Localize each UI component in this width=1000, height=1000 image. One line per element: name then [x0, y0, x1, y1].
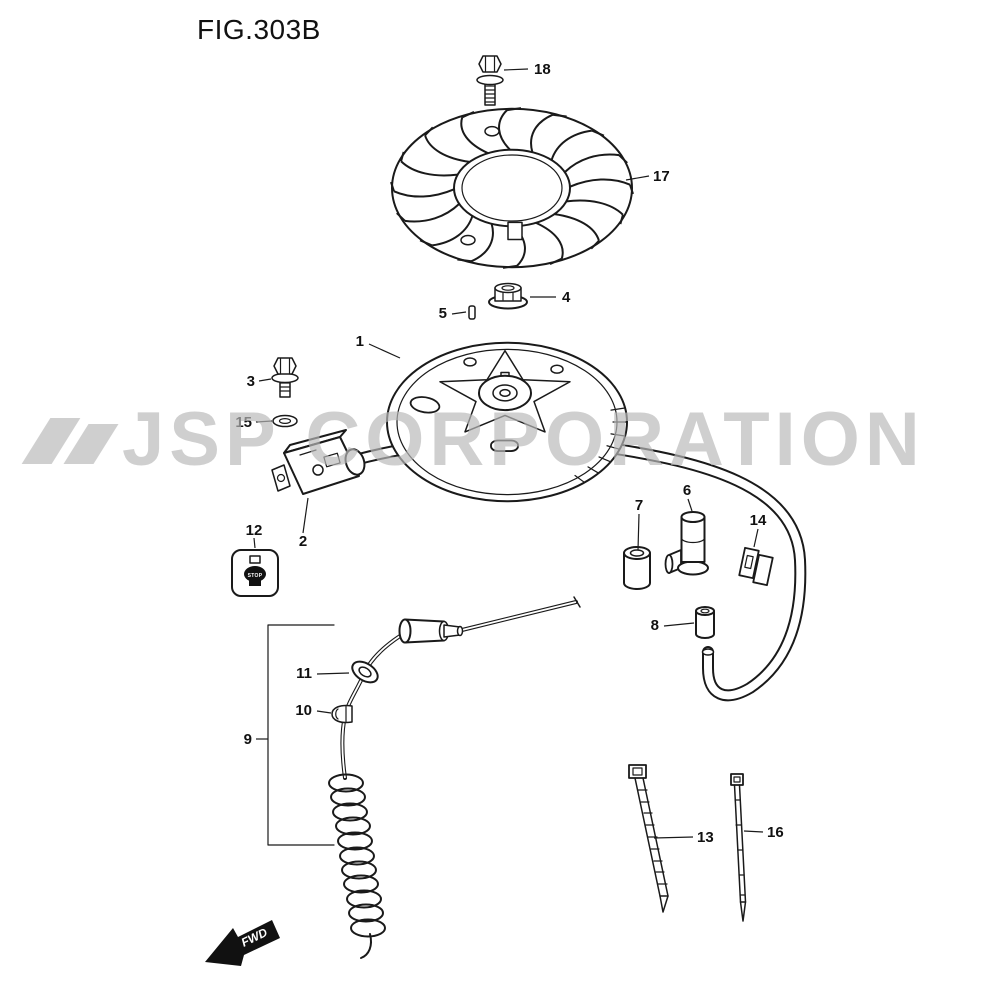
part-1-flywheel: [387, 343, 627, 501]
leader-line-2: [302, 497, 309, 534]
part-label-2: 2: [299, 533, 307, 550]
part-5-key: [468, 305, 476, 320]
fwd-arrow: FWD: [205, 920, 280, 966]
leader-line-8: [663, 622, 695, 627]
leader-line-17: [625, 175, 650, 181]
leader-line-13: [653, 836, 694, 839]
leader-line-5: [451, 311, 467, 315]
part-label-8: 8: [651, 617, 659, 634]
leader-line-3: [258, 378, 272, 382]
part-11-grommet: [351, 660, 379, 684]
part-7-cap: [623, 546, 651, 590]
part-label-11: 11: [296, 665, 312, 682]
part-label-4: 4: [562, 289, 571, 306]
part-label-18: 18: [534, 61, 551, 78]
part-9-stop-switch-lead: [267, 596, 581, 959]
leader-line-6: [687, 498, 693, 512]
part-17-flywheel-fan: [390, 107, 634, 269]
leader-line-1: [368, 343, 401, 359]
part-3-bolt: [271, 357, 299, 398]
part-label-10: 10: [295, 702, 312, 719]
stop-button-text: STOP: [248, 573, 263, 579]
leader-line-18: [503, 68, 529, 71]
leader-line-11: [316, 672, 350, 675]
part-labels: 18 17 4 5 1 3 15 2 12 7 6 14 8: [235, 61, 783, 846]
leader-line-10: [316, 710, 332, 714]
part-label-1: 1: [356, 333, 364, 350]
part-4-nut: [488, 282, 528, 310]
part-label-5: 5: [439, 305, 447, 322]
part-label-12: 12: [246, 522, 263, 539]
coiled-lead-spring: [328, 773, 386, 959]
leader-line-16: [743, 830, 764, 833]
part-6-spark-plug-cap: [664, 511, 709, 576]
part-12-stop-label: STOP: [231, 549, 279, 597]
part-8-cap: [695, 606, 715, 639]
part-2-ignition-coil: [271, 429, 366, 495]
stop-switch-body: [398, 618, 464, 644]
part-label-16: 16: [767, 824, 784, 841]
leader-line-7: [637, 513, 640, 551]
part-13-cable-tie: [628, 764, 669, 913]
part-label-7: 7: [635, 497, 643, 514]
part-label-15: 15: [235, 414, 252, 431]
leader-line-15: [255, 420, 273, 423]
part-label-14: 14: [750, 512, 767, 529]
part-18-bolt: [476, 55, 504, 106]
part-label-6: 6: [683, 482, 691, 499]
part-label-17: 17: [653, 168, 670, 185]
part-label-9: 9: [244, 731, 252, 748]
part-15-washer: [272, 414, 298, 428]
leader-line-12: [253, 537, 256, 549]
part-9-bracket: [267, 624, 335, 846]
part-14-clamp: [738, 546, 774, 587]
leader-line-14: [753, 528, 759, 548]
part-label-13: 13: [697, 829, 714, 846]
part-16-cable-tie: [730, 773, 747, 922]
part-label-3: 3: [247, 373, 255, 390]
part-10-terminal: [331, 704, 353, 724]
figure-title: FIG.303B: [197, 14, 321, 45]
